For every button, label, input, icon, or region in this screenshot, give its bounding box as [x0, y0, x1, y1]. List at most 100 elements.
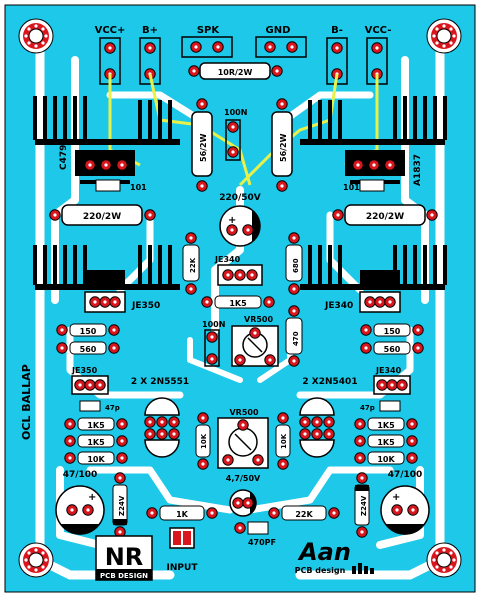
resistor-56-right-label: 56/2W: [279, 133, 288, 162]
capacitor-100n-top-label: 100N: [224, 108, 247, 117]
heatsink-left-top: [33, 96, 180, 145]
capacitor-47-100-right: 47/100 +: [380, 470, 430, 535]
resistor-1k-input: 1K: [146, 505, 218, 521]
capacitor-47p-right: 47p: [360, 400, 401, 412]
terminal-label-gnd: GND: [266, 25, 291, 36]
resistor-220-right-label: 220/2W: [366, 212, 404, 222]
logo-right-sub: PCB design: [295, 566, 346, 575]
capacitor-4-7-label: 4,7/50V: [226, 474, 261, 483]
board-side-label: OCL BALLAP: [20, 364, 33, 440]
transistor-je350-small-label: JE350: [71, 366, 98, 375]
resistor-560-left: 560: [56, 341, 120, 355]
transistor-je350-small: JE350: [71, 366, 109, 395]
mounting-hole-bl: [18, 542, 54, 578]
terminal-label-spk: SPK: [197, 25, 221, 36]
resistor-10k-mid-right: 10K: [275, 412, 291, 470]
zener-z24v-right-label: Z24V: [360, 495, 368, 516]
mounting-hole-tl: [18, 18, 54, 54]
resistor-10k-mid-left-label: 10K: [200, 433, 208, 449]
resistor-1k5-l2-label: 1K5: [87, 438, 105, 447]
resistor-10r-label: 10R/2W: [218, 68, 253, 77]
transistor-je340-right-label: JE340: [324, 301, 353, 311]
resistor-220-right: 220/2W: [332, 204, 438, 226]
logo-left: NR PCB DESIGN: [95, 535, 153, 581]
transistor-je350-left: JE350: [84, 270, 160, 313]
resistor-1k5-center-label: 1K5: [229, 299, 247, 308]
capacitor-47p-left-label: 47p: [105, 404, 120, 412]
capacitor-100n-top: 100N: [224, 108, 247, 161]
resistor-1k5-center: 1K5: [201, 295, 275, 309]
resistor-1k5-l1-label: 1K5: [87, 421, 105, 430]
logo-left-sub: PCB DESIGN: [100, 572, 148, 580]
terminal-label-b-neg: B-: [331, 25, 343, 36]
resistor-470: 470: [285, 305, 303, 367]
resistor-56-left: 56/2W: [191, 98, 213, 192]
resistor-1k5-r1-label: 1K5: [377, 421, 395, 430]
mounting-hole-tr: [426, 18, 462, 54]
logo-right-mark: Aan: [297, 538, 351, 566]
transistor-je340-small: JE340: [373, 366, 411, 395]
transistor-pair-left-label: 2 X 2N5551: [131, 377, 189, 387]
terminal-label-vcc-pos: VCC+: [95, 25, 126, 36]
input-label: INPUT: [167, 563, 199, 573]
transistor-c4793-label: C4793: [59, 138, 69, 170]
resistor-470-label: 470: [292, 331, 300, 346]
transistor-pair-right-label: 2 X2N5401: [302, 377, 357, 387]
capacitor-470pf-label: 470PF: [248, 538, 276, 547]
transistor-a1837-label: A1837: [413, 154, 423, 186]
resistor-56-right: 56/2W: [271, 98, 293, 192]
capacitor-100n-mid: 100N: [202, 320, 225, 367]
heatsink-right-top: [300, 96, 447, 145]
resistor-22k-upper-label: 22K: [189, 257, 197, 273]
mounting-hole-br: [426, 542, 462, 578]
resistor-1k-input-label: 1K: [176, 510, 189, 519]
logo-left-mark: NR: [105, 543, 144, 571]
resistor-10k-mid-left: 10K: [195, 412, 211, 470]
transistor-je340-small-label: JE340: [375, 366, 402, 375]
resistor-220-left: 220/2W: [49, 204, 156, 226]
svg-text:+: +: [392, 492, 400, 503]
resistor-22k-upper: 22K: [182, 232, 200, 295]
trimmer-vr500-upper-label: VR500: [244, 315, 273, 324]
transistor-je340-center-label: JE340: [214, 255, 241, 264]
capacitor-101-right-label: 101: [343, 183, 360, 192]
resistor-560-right: 560: [360, 341, 424, 355]
resistor-stack-left: 1K5 1K5 10K: [64, 417, 128, 465]
resistor-10k-mid-right-label: 10K: [280, 433, 288, 449]
resistor-stack-right: 1K5 1K5 10K: [354, 417, 418, 465]
resistor-1k5-r2-label: 1K5: [377, 438, 395, 447]
transistor-je340-right: JE340: [324, 270, 401, 313]
logo-right: Aan PCB design: [295, 538, 374, 575]
capacitor-101-right: 101: [343, 179, 385, 192]
capacitor-101-left: 101: [95, 179, 147, 192]
trimmer-vr500-lower-label: VR500: [229, 408, 258, 417]
capacitor-470pf: 470PF: [234, 521, 276, 547]
resistor-150-right: 150: [360, 323, 424, 337]
capacitor-100n-mid-label: 100N: [202, 320, 225, 329]
resistor-10k-r-label: 10K: [377, 455, 395, 464]
trimmer-vr500-upper: VR500: [231, 315, 279, 367]
capacitor-4-7: 4,7/50V: [226, 474, 261, 517]
transistor-pair-right: [299, 397, 335, 458]
resistor-680-label: 680: [292, 258, 300, 273]
terminal-label-b-pos: B+: [142, 25, 158, 36]
capacitor-47-100-left: 47/100 +: [55, 470, 105, 535]
capacitor-220-50v: 220/50V +: [219, 193, 261, 247]
resistor-680: 680: [285, 232, 303, 295]
zener-z24v-left: Z24V: [112, 472, 128, 538]
resistor-10k-l-label: 10K: [87, 455, 105, 464]
capacitor-220-50v-label: 220/50V: [219, 193, 261, 203]
resistor-22k-bottom: 22K: [268, 505, 340, 521]
resistor-560-right-label: 560: [384, 345, 401, 354]
capacitor-47-100-left-label: 47/100: [63, 470, 98, 480]
resistor-10r: 10R/2W: [188, 62, 283, 80]
resistor-560-left-label: 560: [80, 345, 97, 354]
resistor-150-left: 150: [56, 323, 120, 337]
resistor-22k-bottom-label: 22K: [295, 510, 313, 519]
resistor-220-left-label: 220/2W: [83, 212, 121, 222]
resistor-56-left-label: 56/2W: [199, 133, 208, 162]
capacitor-47-100-right-label: 47/100: [388, 470, 423, 480]
capacitor-47p-left: 47p: [79, 400, 120, 412]
zener-z24v-right: Z24V: [354, 472, 370, 538]
